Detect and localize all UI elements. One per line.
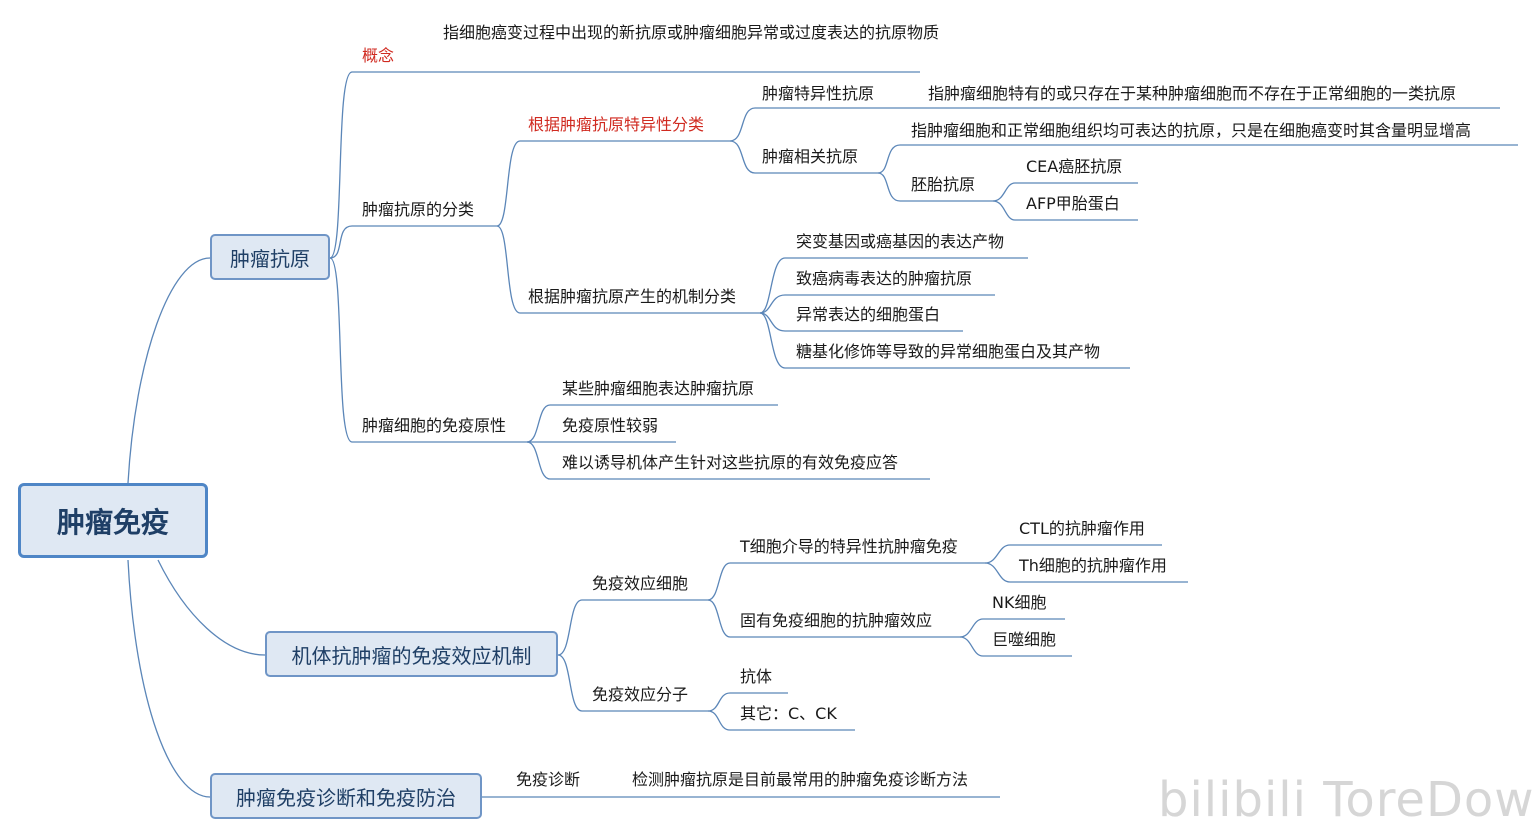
embryonic-item[interactable]: CEA癌胚抗原	[1026, 157, 1123, 176]
associated-antigen-label[interactable]: 肿瘤相关抗原	[762, 147, 859, 166]
molecule-item[interactable]: 其它：C、CK	[740, 704, 837, 723]
concept-definition[interactable]: 指细胞癌变过程中出现的新抗原或肿瘤细胞异常或过度表达的抗原物质	[443, 23, 940, 42]
t-cell-item[interactable]: CTL的抗肿瘤作用	[1019, 519, 1145, 538]
root-topic[interactable]: 肿瘤免疫	[18, 483, 208, 558]
molecule-item[interactable]: 抗体	[740, 667, 773, 686]
concept-label[interactable]: 概念	[362, 46, 395, 65]
main-topic-tumor-antigen[interactable]: 肿瘤抗原	[210, 234, 330, 280]
innate-item[interactable]: NK细胞	[992, 593, 1047, 612]
effector-molecules-label[interactable]: 免疫效应分子	[592, 685, 689, 704]
t-cell-item[interactable]: Th细胞的抗肿瘤作用	[1019, 556, 1167, 575]
main-topic-diagnosis-prevention[interactable]: 肿瘤免疫诊断和免疫防治	[210, 773, 482, 819]
mechanism-item[interactable]: 异常表达的细胞蛋白	[796, 305, 941, 324]
connector	[127, 257, 211, 484]
connector	[127, 559, 211, 798]
main-topic-effector-mechanism[interactable]: 机体抗肿瘤的免疫效应机制	[265, 631, 558, 677]
immune-diagnosis-label[interactable]: 免疫诊断	[516, 770, 581, 789]
specific-antigen-label[interactable]: 肿瘤特异性抗原	[762, 84, 875, 103]
innate-immunity-label[interactable]: 固有免疫细胞的抗肿瘤效应	[740, 611, 933, 630]
immunogenicity-item[interactable]: 难以诱导机体产生针对这些抗原的有效免疫应答	[562, 453, 899, 472]
embryonic-item[interactable]: AFP甲胎蛋白	[1026, 194, 1120, 213]
classification-label[interactable]: 肿瘤抗原的分类	[362, 200, 475, 219]
t-cell-immunity-label[interactable]: T细胞介导的特异性抗肿瘤免疫	[740, 537, 958, 556]
watermark: bilibili ToreDown	[1158, 772, 1536, 828]
by-specificity-label[interactable]: 根据肿瘤抗原特异性分类	[528, 115, 705, 134]
immunogenicity-item[interactable]: 免疫原性较弱	[562, 416, 659, 435]
embryonic-antigen-label[interactable]: 胚胎抗原	[911, 175, 976, 194]
connector	[157, 559, 266, 656]
innate-item[interactable]: 巨噬细胞	[992, 630, 1057, 649]
immune-diagnosis-detail[interactable]: 检测肿瘤抗原是目前最常用的肿瘤免疫诊断方法	[632, 770, 969, 789]
mechanism-item[interactable]: 致癌病毒表达的肿瘤抗原	[796, 269, 973, 288]
mechanism-item[interactable]: 糖基化修饰等导致的异常细胞蛋白及其产物	[796, 342, 1101, 361]
effector-cells-label[interactable]: 免疫效应细胞	[592, 574, 689, 593]
immunogenicity-label[interactable]: 肿瘤细胞的免疫原性	[362, 416, 507, 435]
associated-antigen-definition[interactable]: 指肿瘤细胞和正常细胞组织均可表达的抗原，只是在细胞癌变时其含量明显增高	[911, 121, 1472, 140]
specific-antigen-definition[interactable]: 指肿瘤细胞特有的或只存在于某种肿瘤细胞而不存在于正常细胞的一类抗原	[928, 84, 1457, 103]
immunogenicity-item[interactable]: 某些肿瘤细胞表达肿瘤抗原	[562, 379, 755, 398]
by-mechanism-label[interactable]: 根据肿瘤抗原产生的机制分类	[528, 287, 737, 306]
mechanism-item[interactable]: 突变基因或癌基因的表达产物	[796, 232, 1005, 251]
